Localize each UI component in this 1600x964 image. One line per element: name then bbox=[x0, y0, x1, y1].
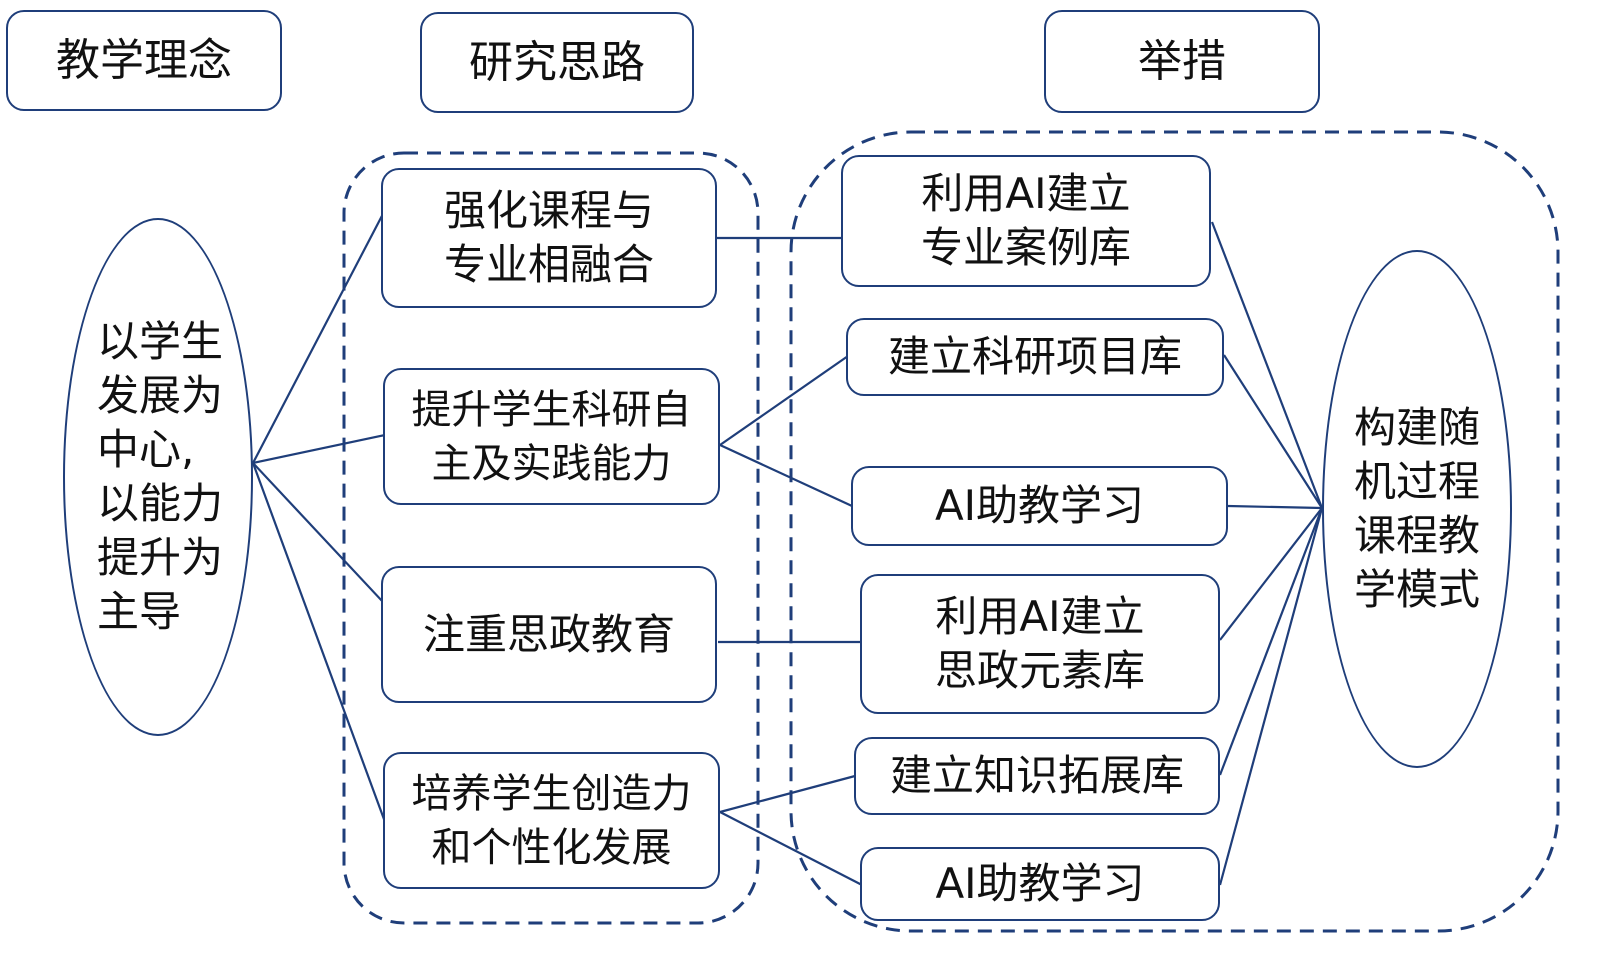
measure-item-6: AI助教学习 bbox=[860, 847, 1220, 921]
approach-item-1: 强化课程与 专业相融合 bbox=[381, 168, 717, 308]
link-center-approach2 bbox=[252, 433, 386, 465]
outcome-ellipse: 构建随 机过程 课程教 学模式 bbox=[1322, 250, 1512, 768]
header-philosophy: 教学理念 bbox=[6, 10, 282, 111]
approach-item-4: 培养学生创造力 和个性化发展 bbox=[383, 752, 720, 889]
approach-item-3: 注重思政教育 bbox=[381, 566, 717, 703]
header-measures: 举措 bbox=[1044, 10, 1320, 113]
header-approach: 研究思路 bbox=[420, 12, 694, 113]
link-center-approach3 bbox=[252, 462, 384, 603]
measure-item-5: 建立知识拓展库 bbox=[854, 737, 1220, 815]
measure-item-3: AI助教学习 bbox=[851, 466, 1228, 546]
approach-item-2: 提升学生科研自 主及实践能力 bbox=[383, 368, 720, 505]
link-measure5-outcome bbox=[1218, 507, 1324, 776]
link-approach2-measure2 bbox=[719, 355, 849, 446]
measure-item-1: 利用AI建立 专业案例库 bbox=[841, 155, 1211, 287]
measures-group-frame bbox=[789, 130, 1560, 933]
link-approach2-measure3 bbox=[719, 444, 853, 507]
link-measure1-outcome bbox=[1210, 221, 1324, 509]
link-center-approach1 bbox=[252, 209, 386, 464]
approach-group-frame bbox=[342, 151, 760, 925]
teaching-philosophy-ellipse: 以学生 发展为 中心, 以能力 提升为 主导 bbox=[63, 218, 253, 736]
link-approach4-measure6 bbox=[719, 811, 863, 886]
link-measure4-outcome bbox=[1219, 507, 1323, 641]
link-measure2-outcome bbox=[1223, 354, 1323, 509]
link-measure6-outcome bbox=[1218, 507, 1324, 886]
link-measure3-outcome bbox=[1227, 504, 1323, 510]
link-approach4-measure5 bbox=[719, 774, 856, 814]
measure-item-2: 建立科研项目库 bbox=[846, 318, 1224, 396]
measure-item-4: 利用AI建立 思政元素库 bbox=[860, 574, 1220, 714]
link-center-approach4 bbox=[251, 462, 387, 823]
